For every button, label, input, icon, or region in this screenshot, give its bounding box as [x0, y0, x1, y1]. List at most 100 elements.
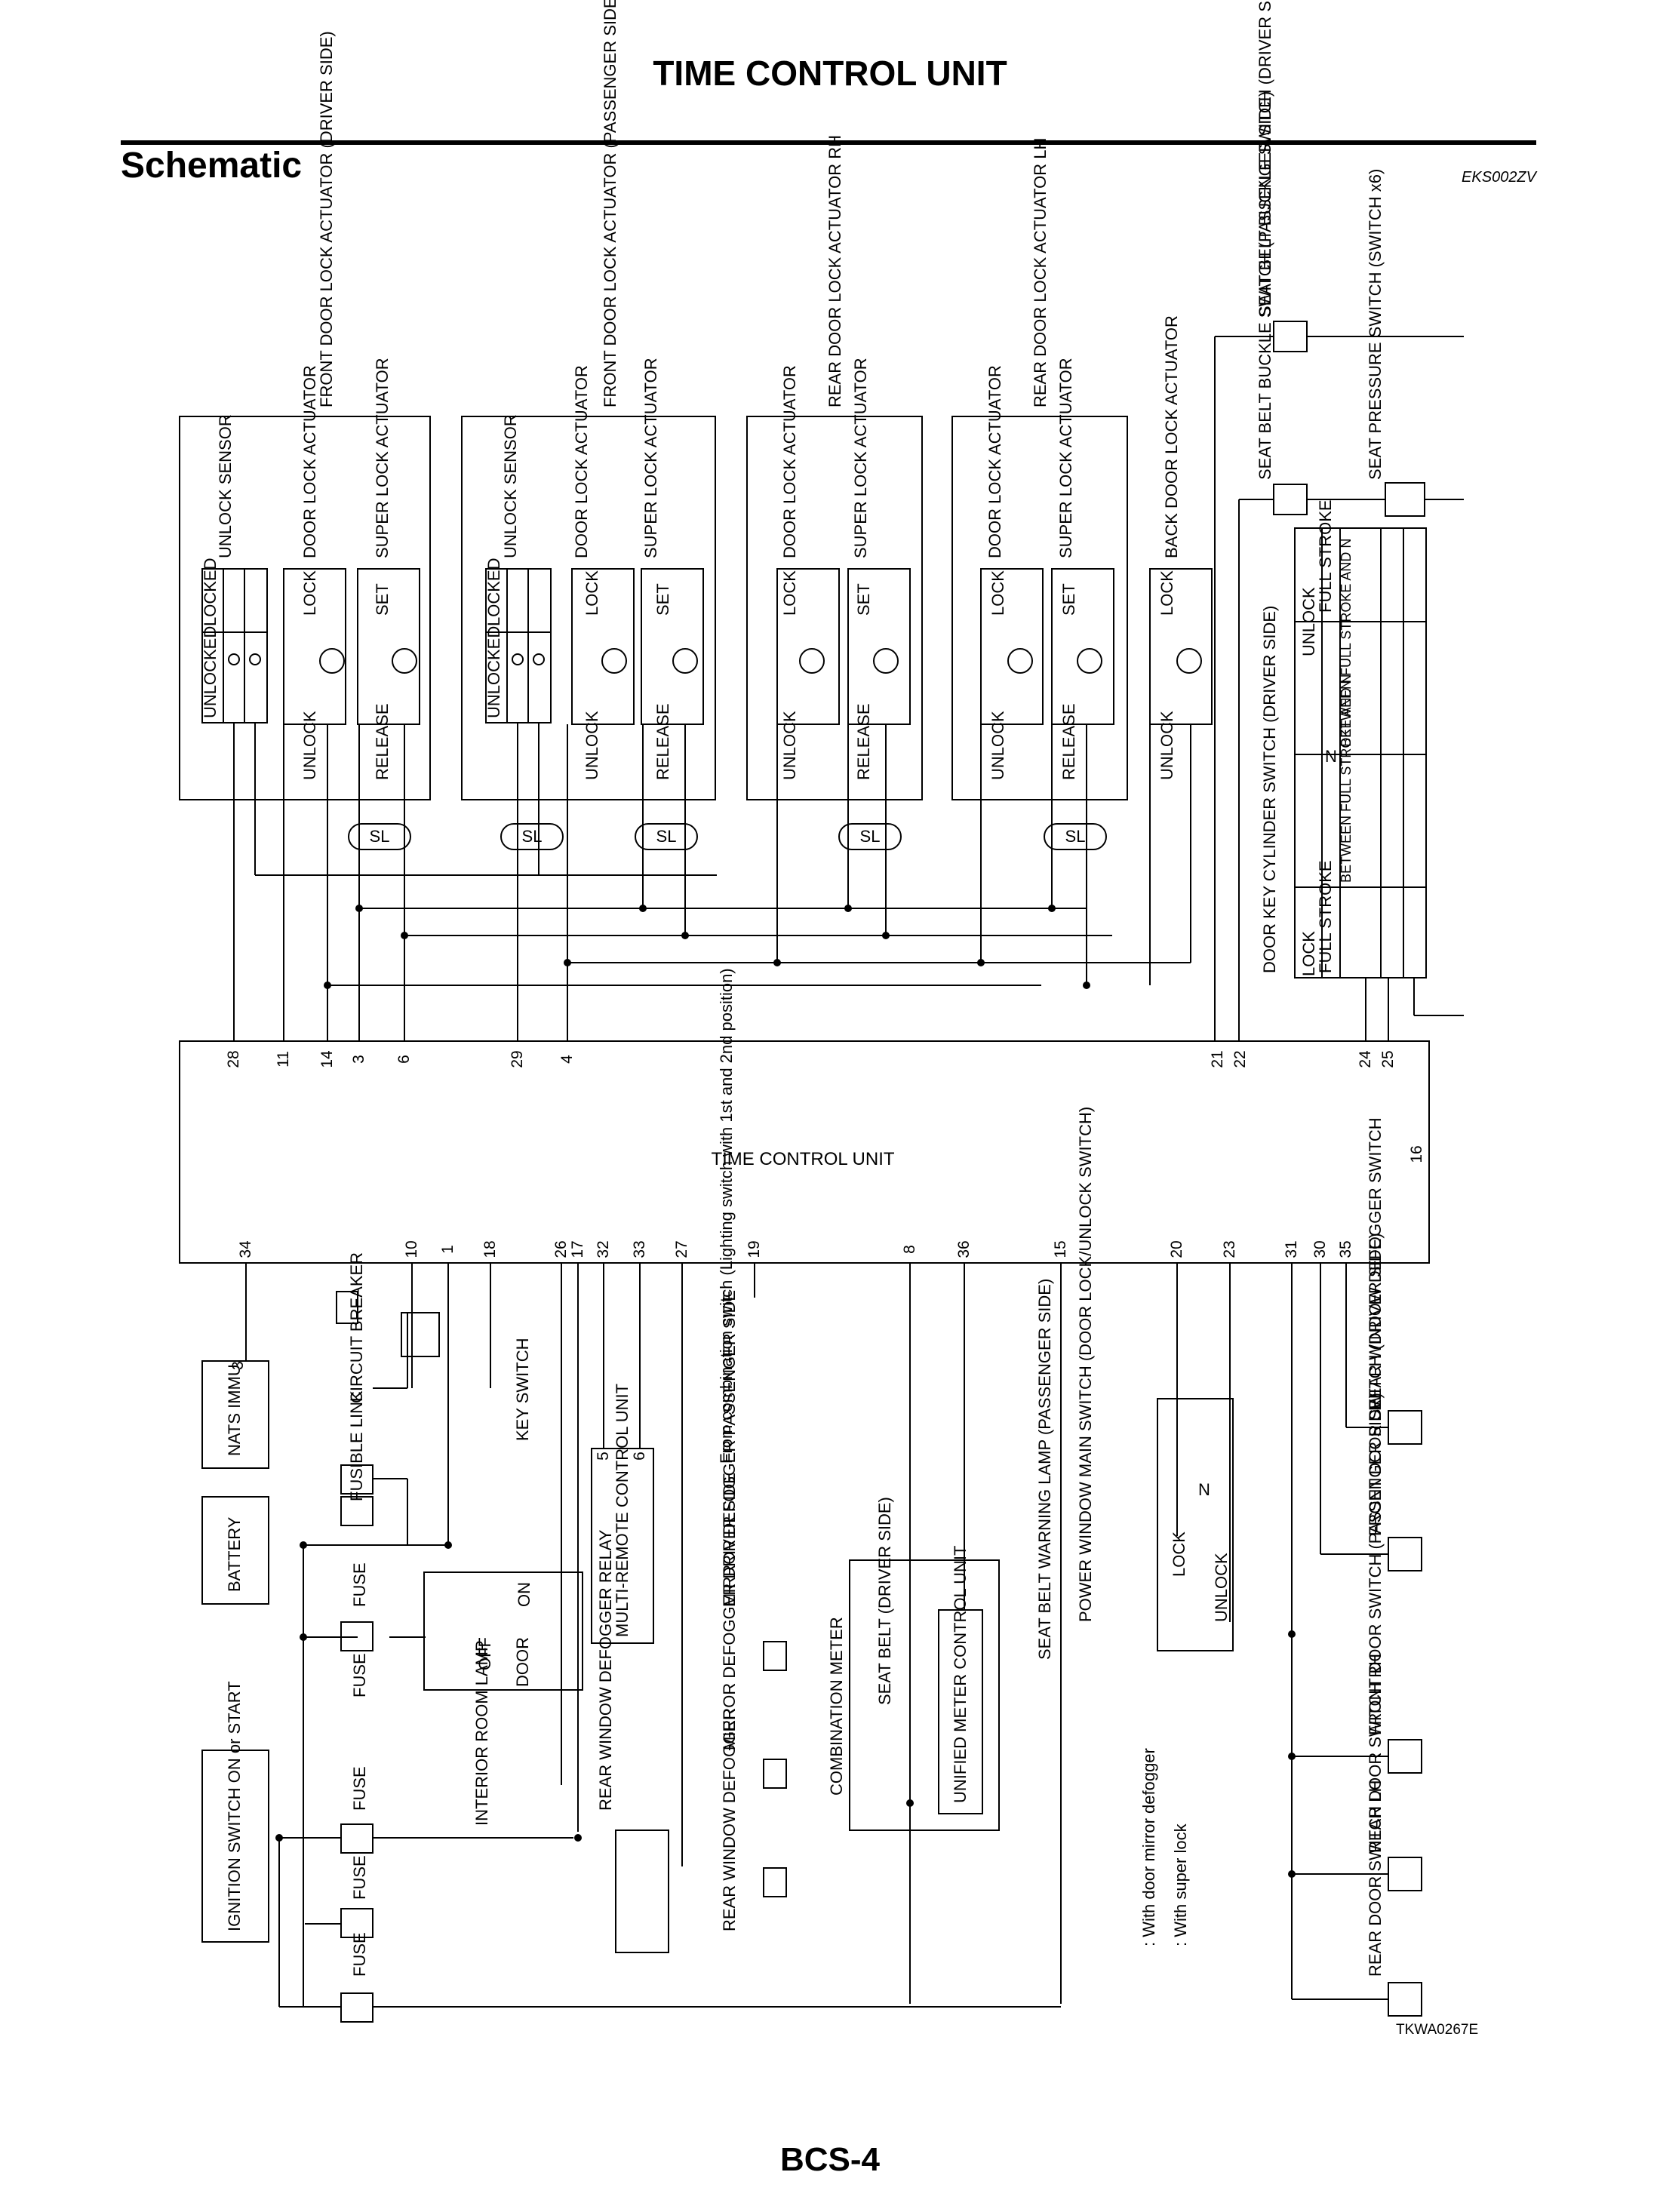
svg-text:SL: SL — [656, 827, 677, 846]
svg-text:LOCK: LOCK — [1299, 931, 1318, 976]
section-code: EKS002ZV — [1462, 169, 1536, 186]
super-lock-label-4: SUPER LOCK ACTUATOR — [1056, 358, 1075, 558]
svg-text:LOCK: LOCK — [583, 570, 601, 616]
door-lock-label-1: DOOR LOCK ACTUATOR — [300, 365, 319, 558]
front-passenger-box — [461, 416, 716, 800]
svg-text:LOCKED: LOCKED — [484, 558, 503, 626]
svg-text:DOOR: DOOR — [513, 1637, 532, 1687]
ignition-label: IGNITION SWITCH ON or START — [225, 1681, 244, 1931]
rear-defogger-label: REAR WINDOW DEFOGGER — [720, 1708, 739, 1931]
svg-text:SL: SL — [522, 827, 543, 846]
page-title: TIME CONTROL UNIT — [653, 54, 1007, 93]
svg-text:ON: ON — [515, 1582, 533, 1607]
door-lock-label-3: DOOR LOCK ACTUATOR — [780, 365, 799, 558]
svg-text:20: 20 — [1168, 1240, 1185, 1258]
svg-text:SET: SET — [854, 583, 873, 616]
svg-text:OFF: OFF — [475, 1637, 494, 1670]
svg-text:LOCK: LOCK — [988, 570, 1007, 616]
svg-text:3: 3 — [350, 1055, 367, 1064]
svg-text:3: 3 — [229, 1361, 247, 1370]
rear-relay-label: REAR WINDOW DEFOGGER RELAY — [596, 1529, 615, 1811]
svg-text:31: 31 — [1283, 1240, 1300, 1258]
battery-label: BATTERY — [225, 1516, 244, 1592]
rear-door-switch-lh-label: REAR DOOR SWITCH LH — [1366, 1780, 1385, 1977]
svg-text:UNLOCK: UNLOCK — [583, 711, 601, 780]
svg-text:28: 28 — [225, 1050, 242, 1068]
door-lock-label-2: DOOR LOCK ACTUATOR — [572, 365, 591, 558]
super-lock-label-3: SUPER LOCK ACTUATOR — [851, 358, 870, 558]
combination-meter-label: COMBINATION METER — [827, 1617, 846, 1796]
svg-text:1: 1 — [439, 1245, 456, 1254]
svg-text:25: 25 — [1379, 1050, 1397, 1068]
svg-text:N: N — [1325, 747, 1337, 766]
svg-text:14: 14 — [318, 1050, 336, 1068]
rear-lh-label: REAR DOOR LOCK ACTUATOR LH — [1031, 138, 1050, 407]
interior-lamp-label: INTERIOR ROOM LAMP — [472, 1640, 491, 1826]
unlock-sensor-label-1: UNLOCK SENSOR — [216, 414, 235, 558]
svg-text:22: 22 — [1231, 1050, 1249, 1068]
svg-text:29: 29 — [509, 1050, 526, 1068]
super-lock-label-1: SUPER LOCK ACTUATOR — [373, 358, 392, 558]
svg-text:35: 35 — [1337, 1240, 1354, 1258]
svg-text:FUSE: FUSE — [350, 1766, 369, 1811]
svg-text:UNLOCKED: UNLOCKED — [201, 626, 220, 718]
rear-window-switch-label: REAR WINDOW DEFOGGER SWITCH — [1366, 1117, 1385, 1411]
svg-text:UNLOCKED: UNLOCKED — [484, 626, 503, 718]
svg-text:30: 30 — [1311, 1240, 1329, 1258]
svg-text:UNLOCK: UNLOCK — [300, 711, 319, 780]
seat-belt-lamp-label: SEAT BELT WARNING LAMP (PASSENGER SIDE) — [1035, 1279, 1054, 1660]
svg-text:FUSE: FUSE — [350, 1855, 369, 1900]
svg-text:15: 15 — [1052, 1240, 1069, 1258]
section-title: Schematic — [121, 146, 303, 186]
front-door-switch-driver-label: FRONT DOOR SWITCH (DRIVER SIDE) — [1366, 1233, 1385, 1536]
svg-text:FULL STROKE: FULL STROKE — [1316, 499, 1335, 613]
power-window-label: POWER WINDOW MAIN SWITCH (DOOR LOCK/UNLO… — [1076, 1107, 1095, 1622]
svg-text:SL: SL — [370, 827, 390, 846]
svg-text:UNLOCK: UNLOCK — [1299, 587, 1318, 656]
svg-text:LOCK: LOCK — [1157, 570, 1176, 616]
mirror-passenger-label: MIRROR DEFOGGER PASSENGER SIDE — [720, 1290, 739, 1607]
svg-text:34: 34 — [237, 1240, 254, 1258]
svg-text:33: 33 — [631, 1240, 648, 1258]
legend-md: : With door mirror defogger — [1139, 1748, 1158, 1946]
legend-sl: : With super lock — [1171, 1823, 1190, 1946]
svg-text:8: 8 — [901, 1245, 918, 1254]
front-door-switch-passenger-label: FRONT DOOR SWITCH (PASSENGER SIDE) — [1366, 1393, 1385, 1735]
svg-text:4: 4 — [558, 1055, 576, 1064]
svg-text:FUSE: FUSE — [350, 1932, 369, 1977]
key-cylinder-table — [1294, 527, 1427, 979]
svg-text:32: 32 — [595, 1240, 612, 1258]
svg-text:23: 23 — [1221, 1240, 1238, 1258]
unified-meter-label: UNIFIED METER CONTROL UNIT — [951, 1546, 970, 1803]
svg-text:6: 6 — [631, 1452, 648, 1461]
front-passenger-label: FRONT DOOR LOCK ACTUATOR (PASSENGER SIDE… — [601, 0, 619, 407]
seat-belt-driver-label: SEAT BELT BUCKLE SWITCH (DRIVER SIDE) — [1256, 0, 1274, 317]
svg-text:26: 26 — [552, 1240, 570, 1258]
svg-text:RELEASE: RELEASE — [854, 704, 873, 781]
mirror-driver-label: MIRROR DEFOGGER DRIVER SIDE — [720, 1473, 739, 1750]
svg-text:19: 19 — [745, 1240, 763, 1258]
page-number: BCS-4 — [779, 2141, 881, 2178]
svg-text:FUSE: FUSE — [350, 1562, 369, 1607]
svg-text:27: 27 — [673, 1240, 690, 1258]
svg-text:FUSE: FUSE — [350, 1653, 369, 1697]
svg-text:FULL STROKE: FULL STROKE — [1316, 860, 1335, 973]
svg-text:LOCKED: LOCKED — [201, 558, 220, 626]
svg-text:10: 10 — [403, 1240, 420, 1258]
svg-text:SET: SET — [653, 583, 672, 616]
multi-remote-label: MULTI-REMOTE CONTROL UNIT — [613, 1384, 632, 1637]
svg-text:SET: SET — [373, 583, 392, 616]
unlock-sensor-label-2: UNLOCK SENSOR — [501, 414, 520, 558]
door-lock-label-4: DOOR LOCK ACTUATOR — [985, 365, 1004, 558]
svg-text:11: 11 — [275, 1051, 292, 1068]
seat-belt-warning-driver-label: SEAT BELT (DRIVER SIDE) — [875, 1497, 894, 1705]
circuit-breaker-label: CIRCUIT BREAKER — [347, 1252, 366, 1403]
figure-code: TKWA0267E — [1396, 2022, 1479, 2038]
svg-text:UNLOCK: UNLOCK — [988, 711, 1007, 780]
svg-text:BETWEEN FULL STROKE AND N: BETWEEN FULL STROKE AND N — [1339, 539, 1354, 747]
svg-text:5: 5 — [595, 1452, 612, 1461]
svg-text:RELEASE: RELEASE — [653, 704, 672, 781]
svg-text:SL: SL — [860, 827, 881, 846]
front-driver-box — [179, 416, 431, 800]
